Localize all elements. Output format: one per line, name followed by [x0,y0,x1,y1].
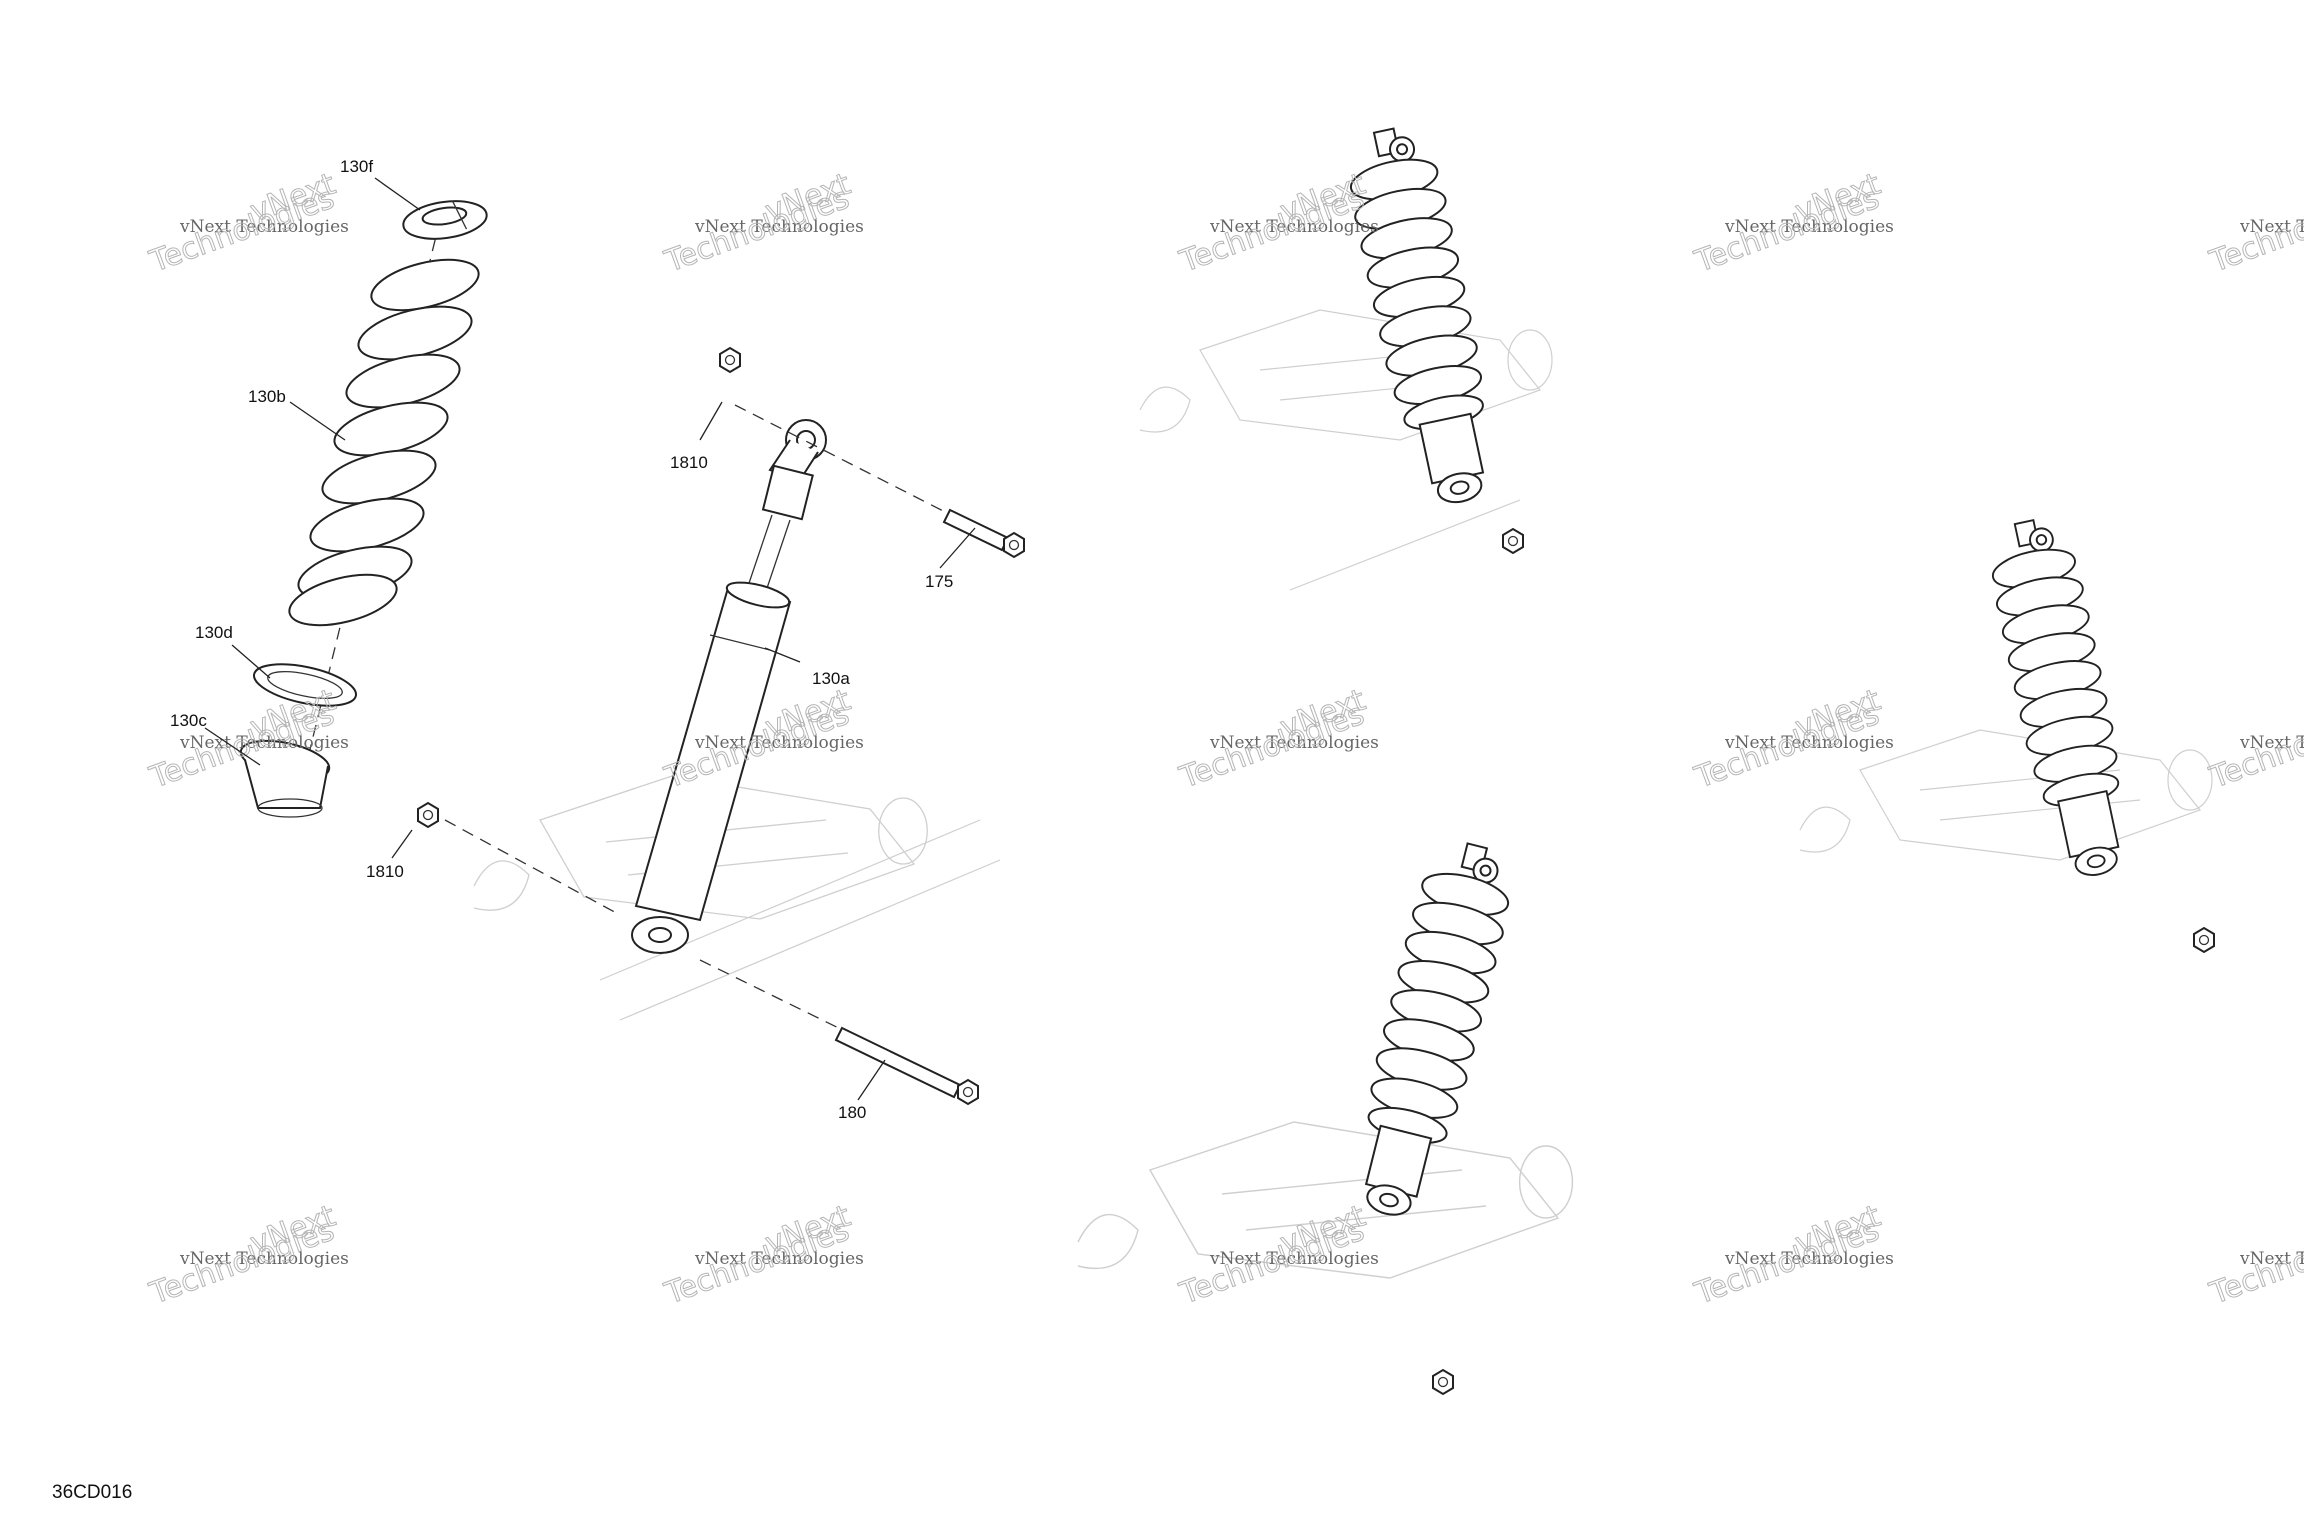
axis-175 [734,404,1011,546]
spring-retainer-130f [402,200,488,240]
leader-lines [204,177,976,1101]
callout-180: 180 [838,1103,866,1122]
callout-1810-bottom: 1810 [366,862,404,881]
axis-1810-bottom [444,819,621,916]
nut-1810-top [719,347,741,373]
frame-outline-top-right [1139,309,1553,591]
callout-130f: 130f [340,157,373,176]
shock-absorber-130a [631,419,827,954]
assembled-shock-top [1337,120,1509,512]
frame-outline-left [473,775,1001,1021]
coil-spring-130b [288,258,480,627]
callout-130c: 130c [170,711,207,730]
callout-1810-top: 1810 [670,453,708,472]
callout-175: 175 [925,572,953,591]
callout-130b: 130b [248,387,286,406]
callout-130d: 130d [195,623,233,642]
nut-assembled-top [1502,528,1524,554]
nut-assembled-right [2193,927,2215,953]
watermark [144,166,2304,1313]
nut-1810-bottom [417,802,439,828]
assembled-shock-right [1980,512,2143,885]
callout-130a: 130a [812,669,850,688]
diagram-reference-code: 36CD016 [52,1482,133,1503]
bolt-180 [834,1026,979,1105]
bolt-175 [942,508,1025,558]
nut-assembled-bottom [1432,1369,1454,1395]
assembled-shock-bottom [1339,833,1523,1226]
